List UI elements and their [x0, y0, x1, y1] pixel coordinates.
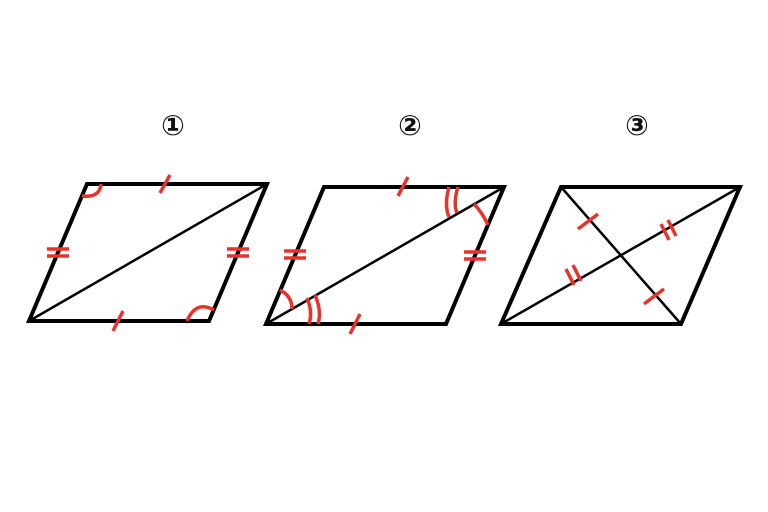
figure-3-lower-double-tick-b — [571, 264, 583, 282]
figure-3-label: ③ — [625, 109, 649, 142]
figure-1-diagonal — [28, 182, 268, 323]
figure-2-top-right-single-arc — [472, 202, 490, 226]
figure-3-upper-double-tick-a — [659, 223, 671, 241]
figure-2 — [262, 176, 508, 335]
figure-1-bottom-right-angle-arc — [185, 305, 215, 322]
figure-3-upper-double-tick-b — [666, 219, 678, 237]
figure-2-top-right-double-arc-b — [453, 186, 460, 214]
figure-3-lower-double-tick-a — [564, 268, 576, 286]
figure-2-diagonal — [265, 185, 505, 326]
figure-2-top-tick — [396, 176, 410, 197]
figure-1-top-left-angle-arc — [81, 183, 103, 198]
figure-1-top-tick — [158, 174, 172, 194]
figure-3-lower-tick — [642, 287, 666, 306]
figure-2-bottom-left-single-arc — [279, 288, 294, 310]
figure-2-bottom-left-double-arc-a — [305, 297, 313, 325]
figure-2-top-right-double-arc-a — [444, 186, 451, 218]
figure-2-label: ② — [398, 109, 422, 142]
figure-2-bottom-left-double-arc-b — [313, 294, 322, 325]
figure-2-bottom-tick — [348, 313, 362, 335]
figure-1-bottom-tick — [111, 310, 125, 332]
figure-3 — [497, 185, 744, 326]
figure-1 — [25, 174, 271, 332]
figure-1-label: ① — [161, 109, 185, 142]
figure-3-upper-tick — [576, 212, 600, 231]
figure-3-diagonal-short — [560, 186, 682, 325]
